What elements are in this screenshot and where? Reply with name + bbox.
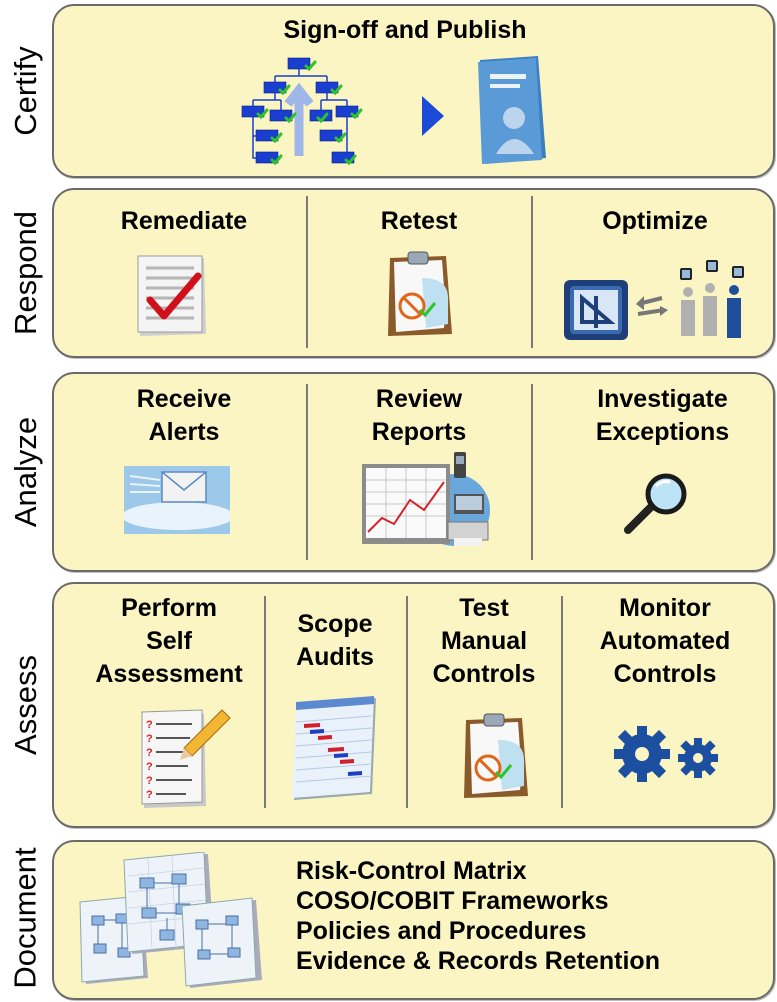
document-line-0: Risk-Control Matrix [296,857,527,885]
review-reports-line1: Review [375,385,463,413]
flowchart-documents-icon [79,852,262,988]
certify-panel [52,4,775,178]
respond-divider-1 [306,196,308,348]
clipboard-test-icon-assess [464,713,528,798]
receive-alerts-line2: Alerts [148,418,220,446]
assess-divider-2 [406,596,408,808]
optimize-title: Optimize [602,207,708,235]
certify-title: Sign-off and Publish [283,16,527,44]
investigate-exceptions-line1: Investigate [597,385,728,413]
respond-label: Respond [8,210,43,336]
certify-label: Certify [8,46,44,136]
gears-icon [614,726,718,782]
svg-text:?: ? [146,747,153,759]
stage-label-respond: Respond [0,188,52,358]
email-alert-icon [124,466,230,534]
svg-text:?: ? [146,733,153,745]
svg-text:?: ? [146,789,153,801]
receive-alerts-title: Receive Alerts [70,383,298,449]
checklist-icon [137,255,206,336]
review-reports-line2: Reports [371,418,467,446]
assess-item-3-line1: Automated [599,627,731,655]
stage-label-analyze: Analyze [0,372,52,572]
assess-divider-3 [561,596,563,808]
magnifier-icon [624,473,687,534]
monitor-automated-controls-title: Monitor Automated Controls [566,592,764,691]
published-profile-icon [478,56,546,164]
stage-label-certify: Certify [0,4,52,178]
document-line-1: COSO/COBIT Frameworks [296,887,609,915]
analyze-divider-2 [531,384,533,560]
report-monitor-icon [362,452,490,546]
assess-item-0-line1: Self [146,627,192,655]
document-list: Risk-Control Matrix COSO/COBIT Framework… [296,856,660,976]
assess-item-3-line0: Monitor [619,594,711,622]
assess-item-1-line1: Audits [296,643,374,671]
clipboard-test-icon [388,251,452,336]
assess-divider-1 [264,596,266,808]
process-optimize-icon [564,260,744,340]
assess-item-0-line0: Perform [121,594,217,622]
document-line-3: Evidence & Records Retention [296,947,660,975]
org-chart-approved-icon [241,57,363,166]
stage-label-assess: Assess [0,582,52,828]
remediate-title: Remediate [120,207,248,235]
survey-pencil-icon: ? ? ? ? ? ? [141,709,231,808]
document-label: Document [8,847,44,989]
assess-item-2-line1: Manual [440,627,528,655]
receive-alerts-line1: Receive [136,385,232,413]
assess-item-3-line2: Controls [613,660,717,688]
arrow-right-icon [422,96,444,136]
svg-text:?: ? [146,719,153,731]
svg-text:?: ? [146,775,153,787]
test-manual-controls-title: Test Manual Controls [410,592,558,691]
assess-item-2-line0: Test [459,594,509,622]
assess-item-0-line2: Assessment [95,660,243,688]
perform-self-assessment-title: Perform Self Assessment [74,592,264,691]
retest-title: Retest [380,207,458,235]
analyze-divider-1 [306,384,308,560]
analyze-label: Analyze [8,416,44,528]
assess-item-1-line0: Scope [297,610,373,638]
review-reports-title: Review Reports [310,383,528,449]
document-line-2: Policies and Procedures [296,917,587,945]
stage-label-document: Document [0,838,52,998]
scope-audits-title: Scope Audits [266,608,404,674]
respond-divider-2 [531,196,533,348]
assess-label: Assess [8,655,44,755]
investigate-exceptions-title: Investigate Exceptions [560,383,765,449]
investigate-exceptions-line2: Exceptions [595,418,730,446]
svg-text:?: ? [146,761,153,773]
assess-item-2-line2: Controls [432,660,536,688]
gantt-chart-icon [292,696,376,800]
